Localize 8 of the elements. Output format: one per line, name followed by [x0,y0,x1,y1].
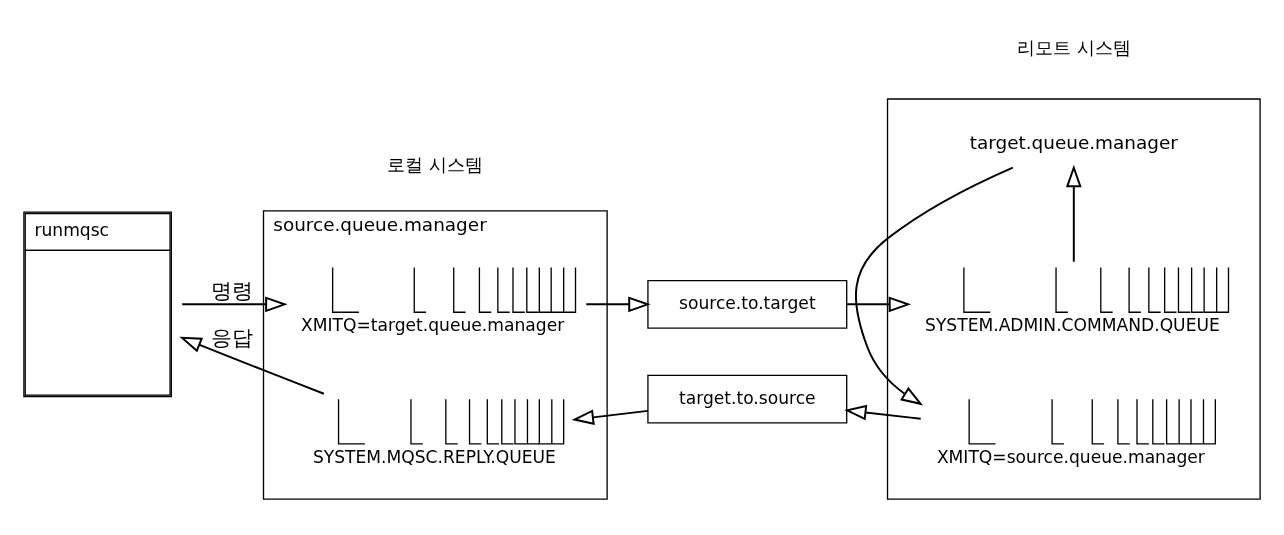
node-text: SYSTEM.ADMIN.COMMAND.QUEUE [925,315,1220,336]
label: 로컬 시스템 [387,154,484,175]
node-text: XMITQ=target.queue.manager [301,315,565,336]
edge-label: 응답 [210,325,253,350]
node-text: SYSTEM.MQSC.REPLY.QUEUE [312,446,556,467]
label: 리모트 시스템 [1016,36,1131,58]
edge-label: 명령 [210,278,253,303]
node-text: XMITQ=source.queue.manager [936,446,1205,467]
